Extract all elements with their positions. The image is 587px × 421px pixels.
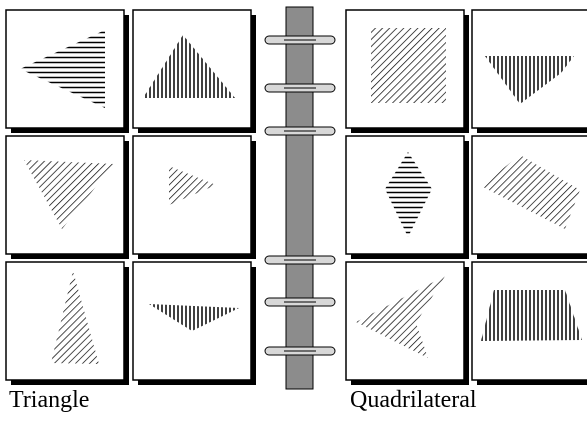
quadrilateral-shape — [485, 56, 574, 104]
triangle-shape — [143, 35, 235, 98]
binder-ring — [264, 126, 336, 136]
triangle-card — [132, 135, 256, 259]
triangle-shape — [149, 304, 239, 331]
triangle-card — [5, 261, 129, 385]
quadrilateral-shape — [356, 276, 445, 358]
quadrilateral-card — [471, 261, 587, 385]
quadrilateral-shape — [481, 155, 580, 229]
quadrilateral-panel — [345, 9, 587, 385]
quadrilateral-card — [471, 135, 587, 259]
binder-ring — [264, 35, 336, 45]
triangle-panel — [5, 9, 256, 385]
quadrilateral-card — [345, 9, 469, 133]
quadrilateral-shape — [385, 152, 432, 237]
binder-ring — [264, 83, 336, 93]
triangle-shape — [20, 30, 105, 108]
triangle-card — [132, 261, 256, 385]
binder-ring — [264, 255, 336, 265]
triangle-card — [132, 9, 256, 133]
triangle-caption: Triangle — [9, 387, 90, 413]
quadrilateral-caption: Quadrilateral — [350, 387, 477, 413]
quadrilateral-card — [345, 135, 469, 259]
quadrilateral-shape — [371, 28, 446, 103]
triangle-card — [5, 9, 129, 133]
triangle-shape — [51, 271, 99, 364]
binder-spine — [285, 6, 314, 390]
binder-ring — [264, 297, 336, 307]
triangle-shape — [24, 160, 114, 229]
quadrilateral-card — [345, 261, 469, 385]
quadrilateral-card — [471, 9, 587, 133]
quadrilateral-shape — [481, 290, 582, 341]
triangle-shape — [169, 166, 216, 205]
triangle-card — [5, 135, 129, 259]
binder-ring — [264, 346, 336, 356]
